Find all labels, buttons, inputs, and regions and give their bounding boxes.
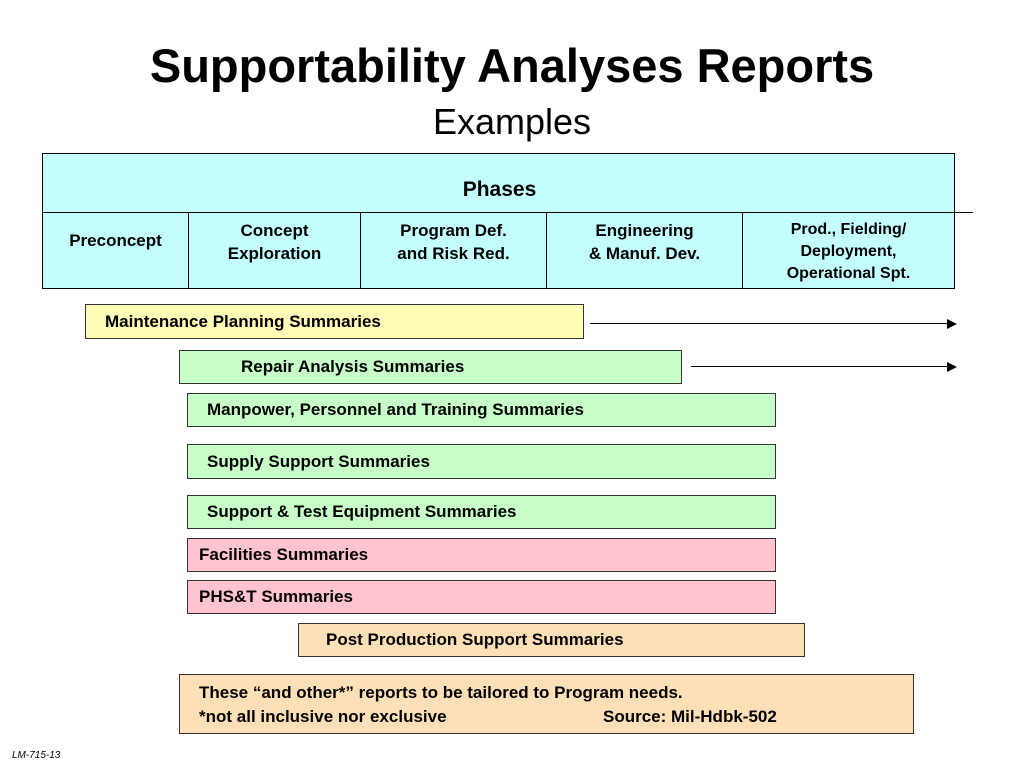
bar-phst: PHS&T Summaries (187, 580, 776, 614)
phase-cell-preconcept: Preconcept (43, 213, 188, 289)
bar-manpower-personnel-training: Manpower, Personnel and Training Summari… (187, 393, 776, 427)
phase-cell-concept-exploration: Concept Exploration (188, 213, 360, 289)
bar-label: Facilities Summaries (199, 545, 369, 564)
arrow-line (590, 323, 948, 324)
phase-label: Concept Exploration (227, 221, 322, 263)
arrow-head-icon (947, 319, 957, 329)
phases-header: Phases (462, 178, 537, 201)
note-box: These “and other*” reports to be tailore… (179, 674, 914, 734)
bar-repair-analysis: Repair Analysis Summaries (179, 350, 682, 384)
arrow-line (691, 366, 948, 367)
bar-post-production-support: Post Production Support Summaries (298, 623, 805, 657)
bar-support-test-equipment: Support & Test Equipment Summaries (187, 495, 776, 529)
bar-label: Repair Analysis Summaries (241, 357, 465, 376)
bar-facilities: Facilities Summaries (187, 538, 776, 572)
bar-label: Supply Support Summaries (207, 451, 430, 471)
page-subtitle: Examples (432, 101, 592, 142)
bar-label: Support & Test Equipment Summaries (207, 502, 517, 521)
page-title: Supportability Analyses Reports (149, 39, 875, 92)
note-source: Source: Mil-Hdbk-502 (603, 707, 777, 726)
bar-label: Maintenance Planning Summaries (105, 311, 381, 331)
phase-label: Preconcept (69, 231, 162, 250)
phase-cell-engineering: Engineering & Manuf. Dev. (546, 213, 742, 289)
note-line-2-left: *not all inclusive nor exclusive (199, 707, 447, 726)
slide-id: LM-715-13 (12, 750, 61, 761)
phase-label: Prod., Fielding/ Deployment, Operational… (786, 221, 911, 282)
arrow-head-icon (947, 362, 957, 372)
phase-cell-program-definition: Program Def. and Risk Red. (360, 213, 546, 289)
bar-supply-support: Supply Support Summaries (187, 444, 776, 479)
note-line-1: These “and other*” reports to be tailore… (199, 683, 683, 702)
phases-divider (43, 212, 973, 213)
phase-cell-production: Prod., Fielding/ Deployment, Operational… (742, 213, 954, 289)
phase-label: Program Def. and Risk Red. (397, 221, 510, 263)
bar-label: PHS&T Summaries (199, 587, 353, 606)
bar-maintenance-planning: Maintenance Planning Summaries (85, 304, 584, 339)
phase-label: Engineering & Manuf. Dev. (588, 221, 701, 263)
bar-label: Manpower, Personnel and Training Summari… (207, 400, 584, 419)
phases-table: Phases Preconcept Concept Exploration Pr… (42, 153, 973, 289)
bar-label: Post Production Support Summaries (326, 630, 624, 649)
